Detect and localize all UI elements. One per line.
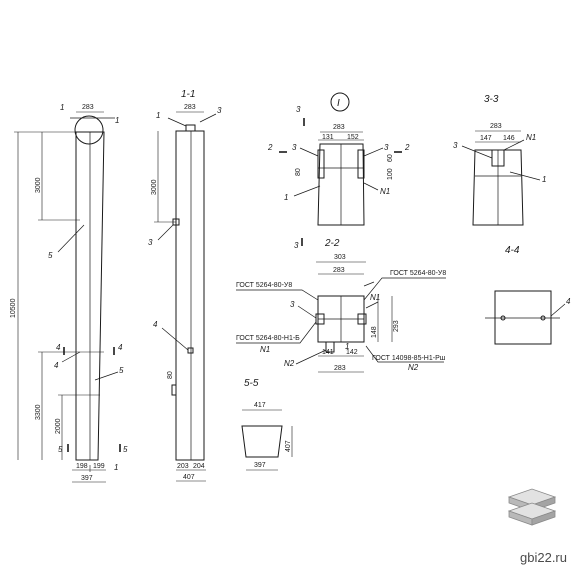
note-n1-detail: N1: [380, 187, 390, 196]
mark-1-sec33: 1: [542, 175, 546, 184]
dim-203: 203: [177, 463, 189, 470]
detail-I-title: I: [337, 98, 340, 109]
mark-2-detail-left: 2: [267, 143, 273, 152]
section-3-3-title: 3-3: [484, 94, 499, 105]
mark-4-right: 4: [118, 343, 123, 352]
dim-3300: 3300: [35, 404, 42, 420]
dim-60: 60: [387, 154, 394, 162]
dim-199: 199: [93, 463, 105, 470]
section-5-5-title: 5-5: [244, 378, 259, 389]
stacked-slabs-icon: [507, 488, 557, 526]
section-3-3-view: 3-3 283 147 146 3 N1 1: [453, 94, 546, 226]
mark-1-sec11: 1: [156, 111, 160, 120]
dim-131: 131: [322, 134, 334, 141]
note-n2-left: N2: [284, 359, 295, 368]
mark-3-sec11-mid: 3: [148, 238, 153, 247]
mark-3-sec33: 3: [453, 141, 458, 150]
section-4-4-view: 4-4 4: [485, 245, 571, 345]
note-gost-d: ГОСТ 14098-85-Н1-Рш: [372, 355, 446, 362]
dim-283-top: 283: [82, 104, 94, 111]
dim-283-detail: 283: [333, 124, 345, 131]
column-elevation-view: 283 1 1 3000 10500 3300 2000 5 4 4 4 5 5: [10, 103, 128, 483]
dim-397-bottom: 397: [81, 475, 93, 482]
section-5-5-view: 5-5 417 407 397: [241, 378, 293, 471]
note-n2-right: N2: [408, 363, 419, 372]
section-1-1-view: 1-1 283 1 3 3000 3 4 80 203 204 407: [148, 89, 222, 482]
mark-section-1-left: 1: [60, 103, 64, 112]
note-n1-sec22: N1: [370, 293, 380, 302]
detail-I-view: I 283 131 152 3 3 2 2 3 3 100 60 80 1: [267, 92, 410, 250]
section-2-2-view: 2-2 303 283 148 293 141 142 283 ГОСТ 526…: [236, 238, 446, 373]
dim-152: 152: [347, 134, 359, 141]
note-gost-b: ГОСТ 5264-80-У8: [390, 270, 446, 277]
dim-148: 148: [371, 326, 378, 338]
mark-3-sec11-top: 3: [217, 106, 222, 115]
mark-5-sec-right: 5: [123, 445, 128, 454]
mark-2-detail-right: 2: [404, 143, 410, 152]
mark-5-sec-left: 5: [58, 445, 63, 454]
mark-4-sec11: 4: [153, 320, 158, 329]
dim-10500: 10500: [10, 298, 17, 318]
dim-397-sec55: 397: [254, 462, 266, 469]
mark-4-sec44: 4: [566, 297, 571, 306]
detail-circle: [74, 115, 104, 145]
dim-283-sec33: 283: [490, 123, 502, 130]
mark-3-detail-left: 3: [292, 143, 297, 152]
dim-407-sec11: 407: [183, 474, 195, 481]
dim-3000-sec11: 3000: [151, 179, 158, 195]
dim-303: 303: [334, 254, 346, 261]
dim-283-sec22-bottom: 283: [334, 365, 346, 372]
dim-142: 142: [346, 349, 358, 356]
mark-3-detail-bottom: 3: [294, 241, 299, 250]
mark-5-lower: 5: [119, 366, 124, 375]
dim-100: 100: [387, 168, 394, 180]
dim-80-detail: 80: [295, 168, 302, 176]
note-n1-left: N1: [260, 345, 270, 354]
dim-80: 80: [167, 371, 174, 379]
mark-1-bottom: 1: [114, 463, 118, 472]
brand-site-name[interactable]: gbi22.ru: [520, 550, 567, 565]
dim-2000: 2000: [55, 418, 62, 434]
dim-293: 293: [393, 320, 400, 332]
mark-section-1-right: 1: [115, 116, 119, 125]
dim-283-sec22-top: 283: [333, 267, 345, 274]
section-1-1-title: 1-1: [181, 89, 195, 100]
note-n1-sec33: N1: [526, 133, 536, 142]
mark-5-upper: 5: [48, 251, 53, 260]
section-2-2-title: 2-2: [324, 238, 340, 249]
mark-3-sec22: 3: [290, 300, 295, 309]
dim-198: 198: [76, 463, 88, 470]
mark-4-left: 4: [56, 343, 61, 352]
dim-283-sec11: 283: [184, 104, 196, 111]
mark-4-leader: 4: [54, 361, 59, 370]
mark-3-detail-right: 3: [384, 143, 389, 152]
note-gost-a: ГОСТ 5264-80-У8: [236, 282, 292, 289]
dim-146: 146: [503, 135, 515, 142]
dim-141: 141: [322, 349, 334, 356]
mark-1-sec22: 1: [345, 342, 349, 351]
mark-1-detail: 1: [284, 193, 288, 202]
dim-407-sec55: 407: [285, 440, 292, 452]
mark-3-detail-top: 3: [296, 105, 301, 114]
dim-3000: 3000: [35, 177, 42, 193]
note-gost-c: ГОСТ 5264-80-Н1-Б: [236, 335, 300, 342]
dim-417: 417: [254, 402, 266, 409]
dim-204: 204: [193, 463, 205, 470]
dim-147: 147: [480, 135, 492, 142]
section-4-4-title: 4-4: [505, 245, 520, 256]
